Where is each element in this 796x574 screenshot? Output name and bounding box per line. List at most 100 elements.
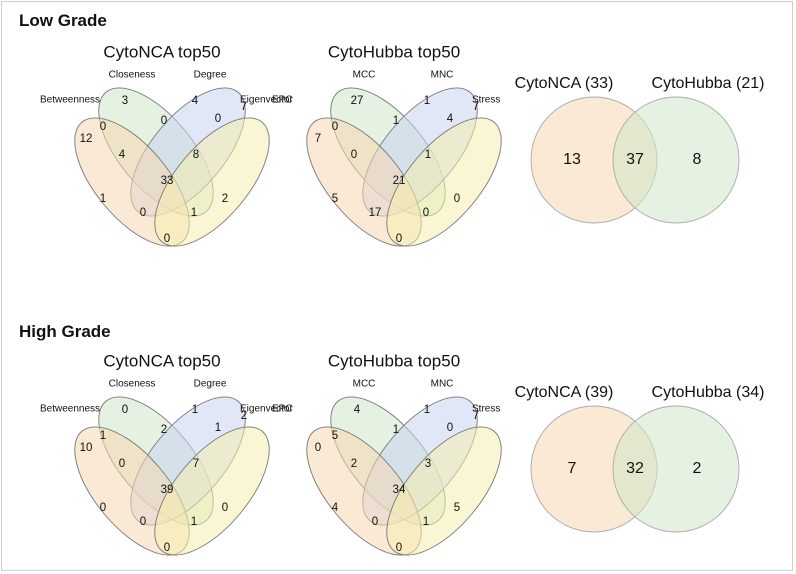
venn-region-count: 0 (447, 422, 453, 434)
venn-region-count: 0 (372, 516, 378, 528)
venn-region-count: 0 (351, 149, 357, 161)
venn-set-label: EPC (272, 95, 293, 106)
venn-set-label: Betweenness (40, 95, 100, 106)
venn-region-count: 0 (423, 207, 429, 219)
venn-set-label: Closeness (109, 379, 156, 390)
venn-set-label: Degree (194, 379, 227, 390)
venn-set-label: Degree (194, 70, 227, 81)
venn-set-label: Eigenvector (240, 95, 293, 106)
venn-region-count: 4 (119, 149, 126, 161)
overlap-count-left-only: 7 (568, 460, 577, 477)
venn-region-count: 7 (241, 101, 247, 113)
venn-region-count: 0 (164, 542, 170, 554)
venn-region-count: 1 (423, 516, 429, 528)
venn-region-count: 4 (192, 95, 199, 107)
venn-region-count: 0 (396, 233, 402, 245)
venn-set-label: MNC (431, 379, 454, 390)
overlap-count-both: 32 (626, 460, 644, 477)
venn-region-count: 1 (192, 404, 198, 416)
venn-region-count: 0 (100, 502, 106, 514)
venn-title: CytoNCA top50 (103, 351, 220, 370)
venn-region-count: 7 (473, 101, 479, 113)
venn-set-label: MCC (353, 70, 376, 81)
venn-region-count: 0 (122, 404, 128, 416)
venn-region-count: 7 (315, 133, 321, 145)
venn-region-count: 0 (332, 121, 338, 133)
venn-region-count: 1 (424, 404, 430, 416)
overlap-circle-cytohubba (612, 96, 740, 224)
overlap-label-cytonca: CytoNCA (33) (515, 75, 614, 92)
overlap-count-right-only: 8 (693, 151, 702, 168)
venn-region-count: 0 (119, 458, 125, 470)
venn-set-ellipse-4 (154, 426, 270, 556)
venn-region-count: 4 (447, 113, 454, 125)
venn-region-count: 0 (140, 516, 146, 528)
venn-region-count: 3 (425, 458, 431, 470)
venn-set-label: Stress (472, 404, 500, 415)
venn-set-label: Closeness (109, 70, 156, 81)
venn-set-label: Stress (472, 95, 500, 106)
venn-region-count: 1 (191, 516, 197, 528)
venn-region-count: 0 (222, 502, 228, 514)
venn-region-count: 8 (193, 149, 199, 161)
venn-region-count: 0 (454, 193, 460, 205)
venn-set-ellipse-4 (386, 117, 502, 247)
venn-region-count: 0 (164, 233, 170, 245)
section-title-low-grade: Low Grade (19, 11, 107, 30)
overlap-label-cytonca: CytoNCA (39) (515, 384, 614, 401)
venn-region-count: 7 (473, 410, 479, 422)
overlap-count-both: 37 (626, 151, 644, 168)
venn-set-ellipse-4 (386, 426, 502, 556)
venn-region-count: 2 (222, 193, 228, 205)
venn-region-count: 34 (393, 484, 406, 496)
venn-region-count: 0 (100, 121, 106, 133)
section-title-high-grade: High Grade (19, 322, 111, 341)
venn-set-label: Betweenness (40, 404, 100, 415)
overlap-label-cytohubba: CytoHubba (21) (652, 75, 765, 92)
venn-region-count: 0 (396, 542, 402, 554)
venn-region-count: 1 (393, 424, 399, 436)
venn-region-count: 1 (425, 149, 431, 161)
venn-region-count: 0 (315, 442, 321, 454)
venn-set-label: MCC (353, 379, 376, 390)
venn-set-ellipse-4 (154, 117, 270, 247)
venn-region-count: 5 (332, 193, 338, 205)
venn-region-count: 1 (191, 207, 197, 219)
overlap-circle-cytohubba (612, 405, 740, 533)
venn-region-count: 4 (332, 502, 339, 514)
venn-region-count: 0 (215, 113, 221, 125)
venn-region-count: 3 (122, 95, 128, 107)
venn-region-count: 12 (80, 133, 93, 145)
venn-region-count: 1 (100, 193, 106, 205)
venn-region-count: 2 (351, 458, 357, 470)
venn-set-label: EPC (272, 404, 293, 415)
venn-title: CytoHubba top50 (328, 42, 460, 61)
venn-region-count: 4 (354, 404, 361, 416)
venn-region-count: 21 (393, 175, 406, 187)
venn-region-count: 0 (161, 115, 167, 127)
venn-region-count: 7 (193, 458, 199, 470)
venn-region-count: 0 (140, 207, 146, 219)
venn-region-count: 5 (454, 502, 460, 514)
venn-region-count: 1 (393, 115, 399, 127)
venn-region-count: 2 (241, 410, 247, 422)
overlap-label-cytohubba: CytoHubba (34) (652, 384, 765, 401)
venn-region-count: 27 (351, 95, 364, 107)
venn-title: CytoHubba top50 (328, 351, 460, 370)
venn-region-count: 2 (161, 424, 167, 436)
venn-title: CytoNCA top50 (103, 42, 220, 61)
overlap-count-left-only: 13 (563, 151, 581, 168)
overlap-count-right-only: 2 (693, 460, 702, 477)
venn-region-count: 1 (215, 422, 221, 434)
venn-region-count: 33 (161, 175, 174, 187)
venn-set-label: MNC (431, 70, 454, 81)
venn-region-count: 17 (369, 207, 382, 219)
venn-region-count: 10 (80, 442, 93, 454)
venn-region-count: 1 (100, 430, 106, 442)
